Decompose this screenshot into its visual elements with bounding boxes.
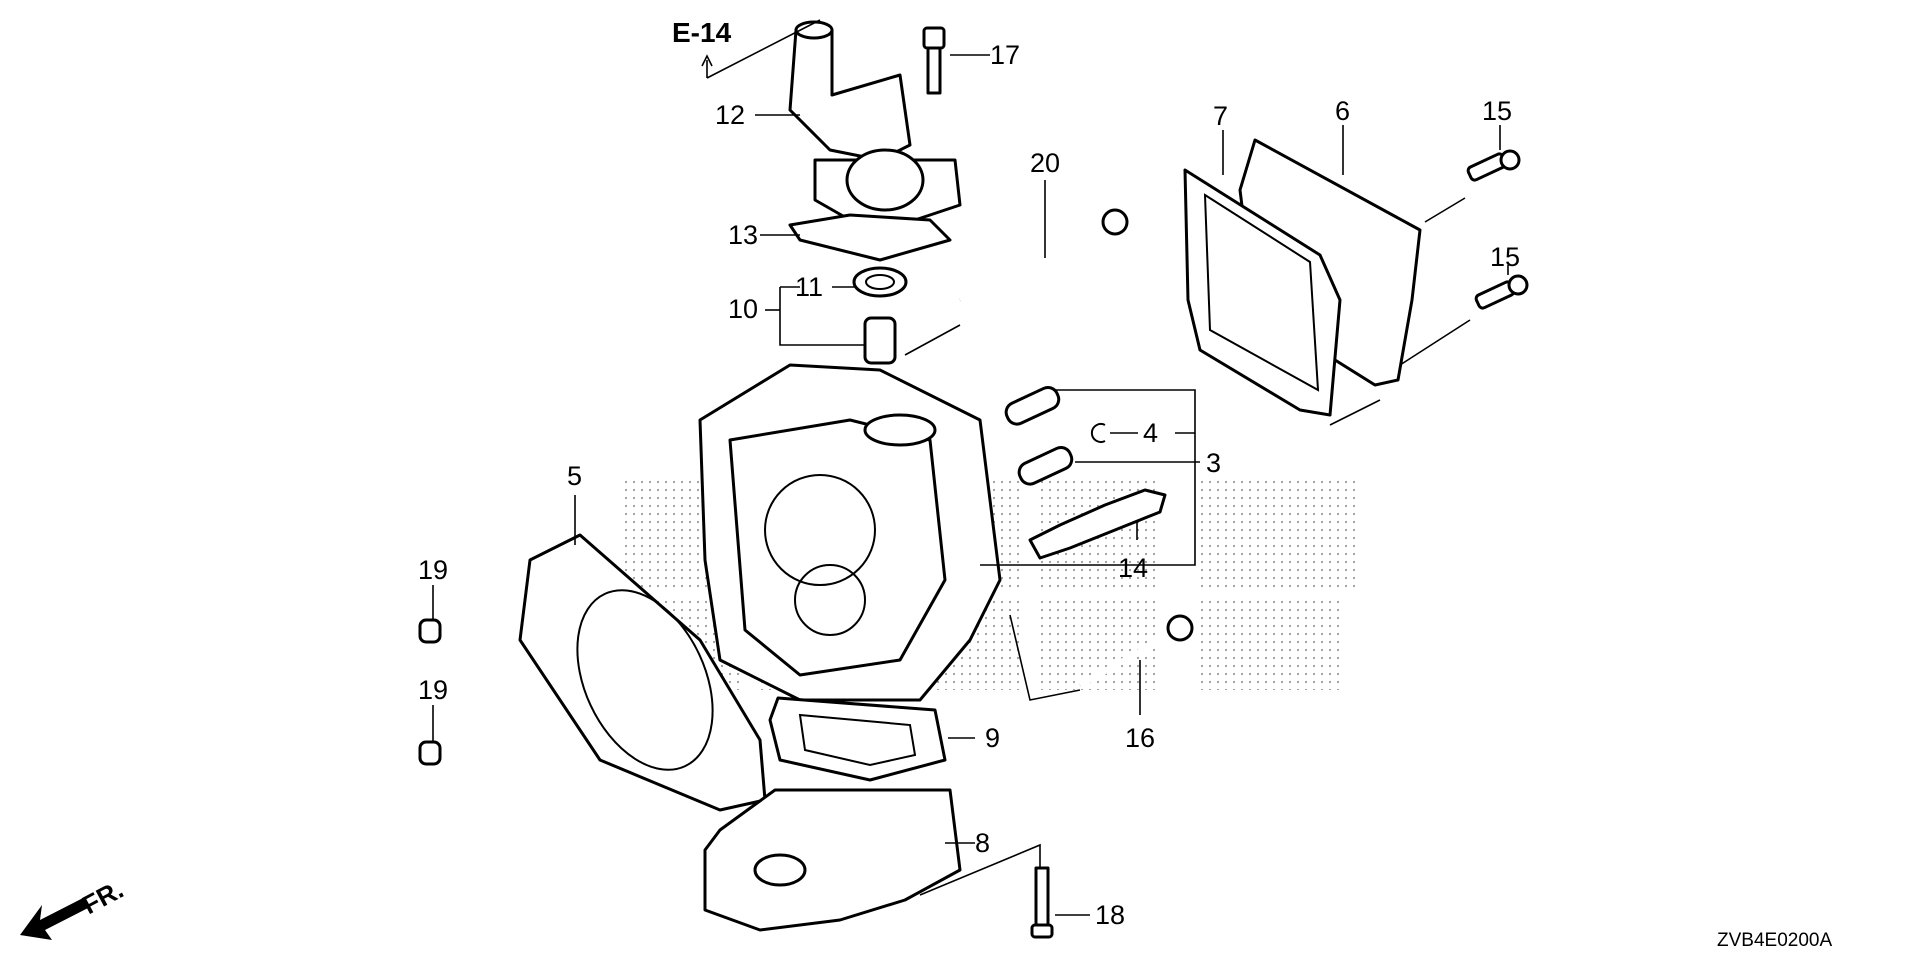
drawing-code: ZVB4E0200A (1717, 930, 1833, 951)
callout-19-upper[interactable]: 19 (418, 555, 449, 585)
part-13-cover[interactable] (760, 148, 962, 262)
callout-12[interactable]: 12 (715, 100, 746, 130)
callout-20[interactable]: 20 (1030, 148, 1061, 178)
part-14-spark-plug[interactable] (1028, 488, 1167, 560)
callout-11[interactable]: 11 (795, 272, 824, 302)
callout-9[interactable]: 9 (985, 723, 1001, 753)
callout-5[interactable]: 5 (567, 461, 583, 491)
reference-arrow (701, 19, 821, 79)
part-19-dowel-lower[interactable] (418, 705, 442, 766)
callout-7[interactable]: 7 (1213, 101, 1229, 131)
callout-6[interactable]: 6 (1335, 96, 1351, 126)
callout-19-lower[interactable]: 19 (418, 675, 449, 705)
part-17-bolt[interactable] (922, 26, 990, 95)
part-4-clip[interactable] (1090, 423, 1195, 443)
part-10-thermostat[interactable] (765, 286, 897, 365)
cylinder-head[interactable] (698, 363, 1002, 702)
callout-17[interactable]: 17 (990, 40, 1021, 70)
reference-label[interactable]: E-14 (672, 17, 732, 48)
part-15-bolt-upper[interactable] (1424, 125, 1521, 223)
part-3-valve-guide[interactable] (980, 384, 1200, 566)
callout-13[interactable]: 13 (728, 220, 759, 250)
callout-15-upper[interactable]: 15 (1482, 96, 1513, 126)
part-11-seal[interactable] (832, 266, 908, 298)
part-18-bolt[interactable] (919, 843, 1090, 939)
callout-8[interactable]: 8 (975, 828, 991, 858)
callout-10[interactable]: 10 (728, 294, 759, 324)
part-19-dowel-upper[interactable] (418, 585, 442, 644)
callout-18[interactable]: 18 (1095, 900, 1126, 930)
part-12-thermostat-cover[interactable] (755, 20, 912, 162)
part-7-head-cover-gasket[interactable] (1183, 130, 1342, 417)
part-16-bolt[interactable] (1009, 614, 1194, 715)
callout-15-lower[interactable]: 15 (1490, 242, 1521, 272)
part-20-long-bolt[interactable] (904, 180, 1129, 356)
callout-3[interactable]: 3 (1206, 448, 1222, 478)
part-8-exhaust-body[interactable] (703, 788, 975, 932)
callout-14[interactable]: 14 (1118, 553, 1149, 583)
callout-16[interactable]: 16 (1125, 723, 1156, 753)
front-arrow-icon (20, 897, 90, 940)
callout-4[interactable]: 4 (1143, 418, 1159, 448)
part-15-bolt-lower[interactable] (1329, 265, 1529, 426)
part-9-gasket[interactable] (768, 696, 975, 782)
